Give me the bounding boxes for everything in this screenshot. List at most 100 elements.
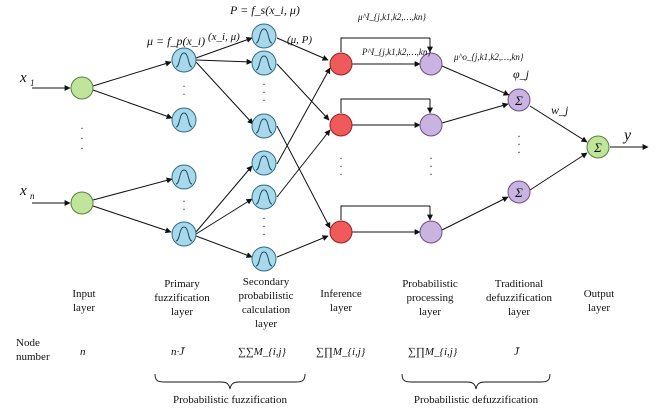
layer-name-line: Input bbox=[72, 288, 95, 300]
svg-text:·: · bbox=[262, 219, 266, 233]
layer-name-line: Primary bbox=[164, 278, 200, 290]
layer-name-line: defuzzification bbox=[486, 292, 552, 304]
svg-text:·: · bbox=[182, 202, 186, 216]
mf-node bbox=[251, 246, 277, 272]
sum-node bbox=[507, 180, 531, 204]
node-number-label: Node bbox=[16, 337, 40, 349]
formula-p-jk: P^I_{j,k1,k2,…,kn} bbox=[361, 47, 431, 57]
svg-text:·: · bbox=[517, 145, 521, 159]
prob-processing-nodes bbox=[419, 52, 443, 244]
brace-defuzz bbox=[401, 373, 551, 390]
layer-name-line: layer bbox=[419, 306, 441, 318]
edge bbox=[276, 37, 329, 61]
layer-name-line: layer bbox=[73, 302, 95, 314]
mf-node bbox=[251, 50, 277, 76]
edge bbox=[195, 165, 253, 233]
input-layer-nodes bbox=[70, 76, 94, 215]
node-count-tradfuzz: J̄ bbox=[514, 346, 520, 358]
layer-name-line: layer bbox=[171, 306, 193, 318]
edge bbox=[340, 37, 430, 52]
layer-name-line: fuzzification bbox=[154, 292, 210, 304]
traditional-defuzz-nodes: Σ Σ bbox=[507, 88, 531, 204]
layer-name-line: Traditional bbox=[495, 278, 544, 290]
group-label-defuzz: Probabilistic defuzzification bbox=[414, 394, 539, 406]
mf-node bbox=[251, 184, 277, 210]
group-braces: Probabilistic fuzzification Probabilisti… bbox=[154, 373, 551, 406]
formula-mu-primary: μ = f_p(x_i) bbox=[146, 34, 205, 48]
svg-text:·: · bbox=[429, 167, 433, 181]
inference-node bbox=[329, 113, 353, 137]
primary-layer-nodes bbox=[171, 47, 197, 247]
svg-text:·: · bbox=[429, 151, 433, 165]
edge bbox=[276, 129, 331, 198]
formula-p-secondary: P = f_s(x_i, μ) bbox=[229, 3, 300, 17]
edge bbox=[276, 63, 330, 121]
formula-w: w_j bbox=[551, 103, 569, 117]
edge bbox=[92, 89, 173, 120]
input-node-1 bbox=[70, 76, 94, 100]
svg-text:·: · bbox=[517, 129, 521, 143]
layer-name-line: Output bbox=[584, 288, 615, 300]
input-xn-label: x bbox=[19, 183, 27, 199]
sum-glyph: Σ bbox=[514, 185, 523, 200]
node-number-row: Node number n n·J̄ ∑∑M_{i,j} ∑∏M_{i,j} ∑… bbox=[16, 337, 520, 363]
edge bbox=[92, 60, 172, 87]
inference-layer-nodes bbox=[329, 52, 353, 244]
inference-node bbox=[329, 52, 353, 76]
edge bbox=[441, 102, 509, 124]
svg-text:·: · bbox=[339, 151, 343, 165]
svg-text:·: · bbox=[80, 141, 84, 155]
svg-text:·: · bbox=[262, 93, 266, 107]
svg-text:·: · bbox=[339, 167, 343, 181]
edge bbox=[195, 235, 253, 258]
svg-text:·: · bbox=[262, 85, 266, 99]
formula-mu-jk: μ^I_{j,k1,k2,…,kn} bbox=[357, 12, 426, 22]
edge bbox=[529, 152, 588, 191]
sum-glyph: Σ bbox=[593, 140, 602, 155]
edge bbox=[340, 205, 430, 220]
svg-text:·: · bbox=[182, 87, 186, 101]
svg-text:·: · bbox=[80, 131, 84, 145]
layer-name-line: Probabilistic bbox=[402, 278, 458, 290]
formula-phi: φ_j bbox=[513, 67, 530, 81]
formula-edge-x-mu: (x_i, μ) bbox=[208, 31, 240, 43]
input-x1-label: x bbox=[19, 70, 27, 86]
layer-name-line: layer bbox=[255, 318, 277, 330]
node-number-label: number bbox=[16, 351, 50, 363]
layer-name-line: layer bbox=[508, 306, 530, 318]
node-count-secondary: ∑∑M_{i,j} bbox=[238, 346, 287, 358]
svg-text:·: · bbox=[182, 194, 186, 208]
processing-node bbox=[419, 113, 443, 137]
layer-name-line: Secondary bbox=[243, 276, 290, 288]
input-node-n bbox=[70, 191, 94, 215]
processing-node bbox=[419, 220, 443, 244]
edge bbox=[441, 65, 510, 96]
processing-node bbox=[419, 52, 443, 76]
math-labels: x 1 x n μ = f_p(x_i) P = f_s(x_i, μ) (x_… bbox=[19, 3, 632, 201]
group-label-fuzz: Probabilistic fuzzification bbox=[173, 394, 287, 406]
edge bbox=[276, 125, 331, 229]
svg-text:·: · bbox=[339, 159, 343, 173]
ellipsis-dots: · · · · · · · · · · · · · · · · · · · · … bbox=[80, 77, 521, 241]
edge bbox=[92, 205, 172, 234]
mf-node bbox=[171, 107, 197, 133]
input-xn-sub: n bbox=[30, 191, 35, 201]
mf-node bbox=[171, 221, 197, 247]
node-count-input: n bbox=[80, 346, 86, 358]
secondary-layer-nodes bbox=[251, 23, 277, 272]
brace-fuzz bbox=[154, 373, 306, 390]
svg-text:·: · bbox=[182, 79, 186, 93]
edge bbox=[441, 196, 509, 231]
edge bbox=[195, 36, 253, 59]
node-count-probproc: ∑∏M_{i,j} bbox=[408, 346, 458, 358]
formula-mu-o: μ^o_{j,k1,k2,…,kn} bbox=[453, 52, 524, 62]
mf-node bbox=[171, 164, 197, 190]
edge bbox=[276, 235, 329, 258]
layer-name-line: probabilistic bbox=[239, 290, 294, 302]
formula-edge-mu-p: (μ, P) bbox=[287, 34, 312, 46]
edge bbox=[529, 105, 588, 143]
layer-name-line: layer bbox=[330, 302, 352, 314]
layer-names: Input layer Primary fuzzification layer … bbox=[72, 276, 614, 330]
layer-name-line: layer bbox=[588, 302, 610, 314]
